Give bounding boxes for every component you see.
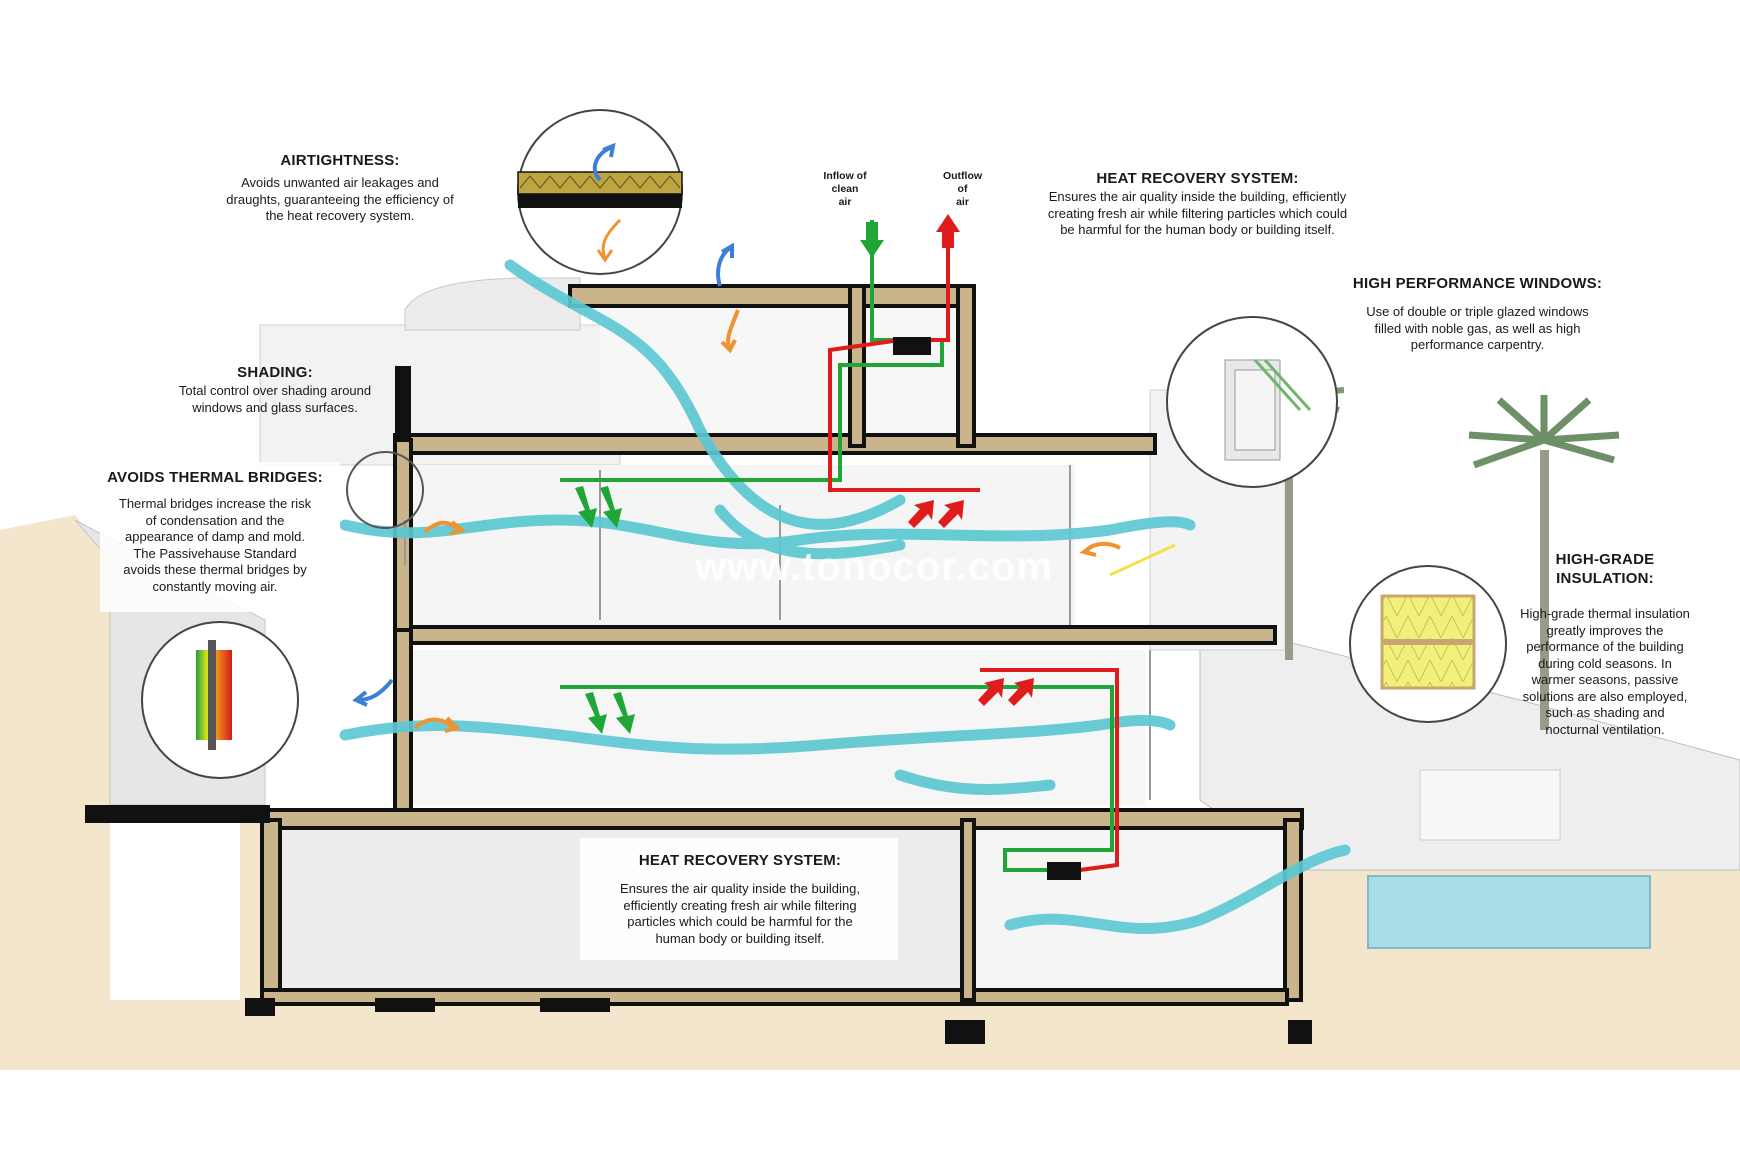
heat-recovery-bottom-line: particles which could be harmful for the	[627, 914, 853, 929]
inflow-line: clean	[831, 183, 859, 195]
airtight-cool-arrow-icon	[592, 142, 616, 182]
insulation-line: performance of the building	[1526, 639, 1684, 654]
airtightness-line: Avoids unwanted air leakages and	[241, 175, 439, 190]
airtightness-line: the heat recovery system.	[265, 208, 415, 223]
heat-recovery-top-line: be harmful for the human body or buildin…	[1060, 222, 1335, 237]
inflow-line: Inflow of	[823, 170, 867, 182]
heat-recovery-bottom-line: efficiently creating fresh air while fil…	[623, 897, 857, 913]
windows-label: HIGH PERFORMANCE WINDOWS: Use of double …	[1330, 275, 1625, 354]
insulation-line: greatly improves the	[1546, 622, 1664, 638]
heat-recovery-bottom-panel	[580, 838, 898, 960]
heat-recovery-bottom-line: Ensures the air quality inside the build…	[620, 881, 860, 896]
airtightness-line: draughts, guaranteeing the efficiency of	[226, 191, 454, 207]
airtightness-label: AIRTIGHTNESS: Avoids unwanted air leakag…	[190, 152, 490, 225]
watermark: www.tonocor.com	[695, 545, 1053, 589]
hrv-unit-bottom	[1047, 862, 1081, 880]
window-frame-detail	[1224, 358, 1312, 461]
outflow-line: of	[957, 183, 968, 195]
thermal-bridges-title: AVOIDS THERMAL BRIDGES:	[107, 469, 323, 486]
shading-title: SHADING:	[237, 364, 313, 381]
hrv-unit-top	[893, 337, 931, 355]
ground-left	[0, 515, 110, 1070]
exhaust-air-arrows	[908, 214, 1034, 706]
heat-recovery-bottom-line: human body or building itself.	[655, 930, 825, 946]
roof-layer-hatch	[519, 175, 681, 189]
shading-detail-circle	[346, 451, 424, 529]
insulation-line: such as shading and	[1545, 705, 1665, 720]
roof-layer-detail	[517, 171, 683, 195]
windows-line: filled with noble gas, as well as high	[1374, 320, 1581, 336]
windows-line: Use of double or triple glazed windows	[1366, 304, 1589, 319]
windows-line: performance carpentry.	[1410, 337, 1545, 352]
airtight-warm-arrow-icon	[596, 218, 622, 263]
exhaust-air-duct	[828, 230, 1119, 872]
thermal-bridges-label: AVOIDS THERMAL BRIDGES: Thermal bridges …	[100, 469, 330, 595]
footings	[245, 998, 1312, 1044]
sun-ray	[1109, 543, 1176, 577]
garden-wall	[1419, 769, 1561, 841]
hillside-right	[1199, 619, 1740, 871]
thermal-bridges-line: constantly moving air.	[152, 578, 278, 594]
insulation-line: High-grade thermal insulation	[1520, 606, 1690, 621]
airflow-ribbons	[339, 259, 1351, 935]
insulation-heading: HIGH-GRADE INSULATION:	[1510, 550, 1700, 588]
thermal-wall-detail	[208, 640, 216, 750]
thermal-bridges-line: appearance of damp and mold.	[125, 529, 305, 544]
thermal-label-panel	[100, 462, 340, 612]
insulation-line: during cold seasons. In	[1538, 655, 1672, 671]
shading-line: Total control over shading around	[178, 383, 372, 398]
insulation-title: HIGH-GRADE INSULATION:	[1555, 551, 1655, 587]
heat-recovery-top-label: HEAT RECOVERY SYSTEM: Ensures the air qu…	[1015, 170, 1380, 239]
left-retaining-wall	[85, 805, 270, 823]
heat-recovery-top-title: HEAT RECOVERY SYSTEM:	[1096, 170, 1299, 187]
top-floor-interior	[600, 300, 965, 440]
thermal-bridges-line: Thermal bridges increase the risk	[118, 496, 312, 511]
thermal-bridges-line: of condensation and the	[145, 512, 285, 528]
inflow-line: air	[838, 196, 852, 208]
outflow-line: air	[956, 196, 969, 208]
fresh-air-arrows	[575, 222, 884, 734]
windows-title: HIGH PERFORMANCE WINDOWS:	[1352, 275, 1603, 292]
ground-under	[110, 1000, 1300, 1070]
insulation-line: solutions are also employed,	[1522, 688, 1688, 704]
insulation-line: warmer seasons, passive	[1531, 672, 1679, 687]
thermal-bridges-line: avoids these thermal bridges by	[123, 562, 307, 577]
roof-membrane-detail	[518, 194, 682, 208]
airtightness-title: AIRTIGHTNESS:	[280, 152, 400, 169]
heat-recovery-top-line: Ensures the air quality inside the build…	[1048, 189, 1347, 204]
shading-label: SHADING: Total control over shading arou…	[160, 364, 390, 416]
heat-recovery-bottom-label: HEAT RECOVERY SYSTEM: Ensures the air qu…	[590, 852, 890, 947]
background-curved-roof	[404, 277, 581, 331]
thermal-bridges-line: The Passivehause Standard	[133, 545, 297, 561]
heat-recovery-top-line: creating fresh air while filtering parti…	[1047, 205, 1348, 221]
outflow-duct-label: Outflow of air	[935, 170, 990, 209]
roof-left-wall	[395, 366, 411, 440]
shading-line: windows and glass surfaces.	[192, 399, 358, 415]
structure	[260, 284, 1304, 1006]
inflow-duct-label: Inflow of clean air	[815, 170, 875, 209]
heat-recovery-bottom-title: HEAT RECOVERY SYSTEM:	[638, 852, 842, 869]
swimming-pool	[1367, 875, 1651, 949]
cool-arrows	[352, 242, 734, 707]
insulation-body: High-grade thermal insulation greatly im…	[1505, 600, 1705, 738]
warm-arrows	[413, 309, 1121, 733]
insulation-line: nocturnal ventilation.	[1545, 721, 1665, 737]
outflow-line: Outflow	[942, 170, 983, 182]
